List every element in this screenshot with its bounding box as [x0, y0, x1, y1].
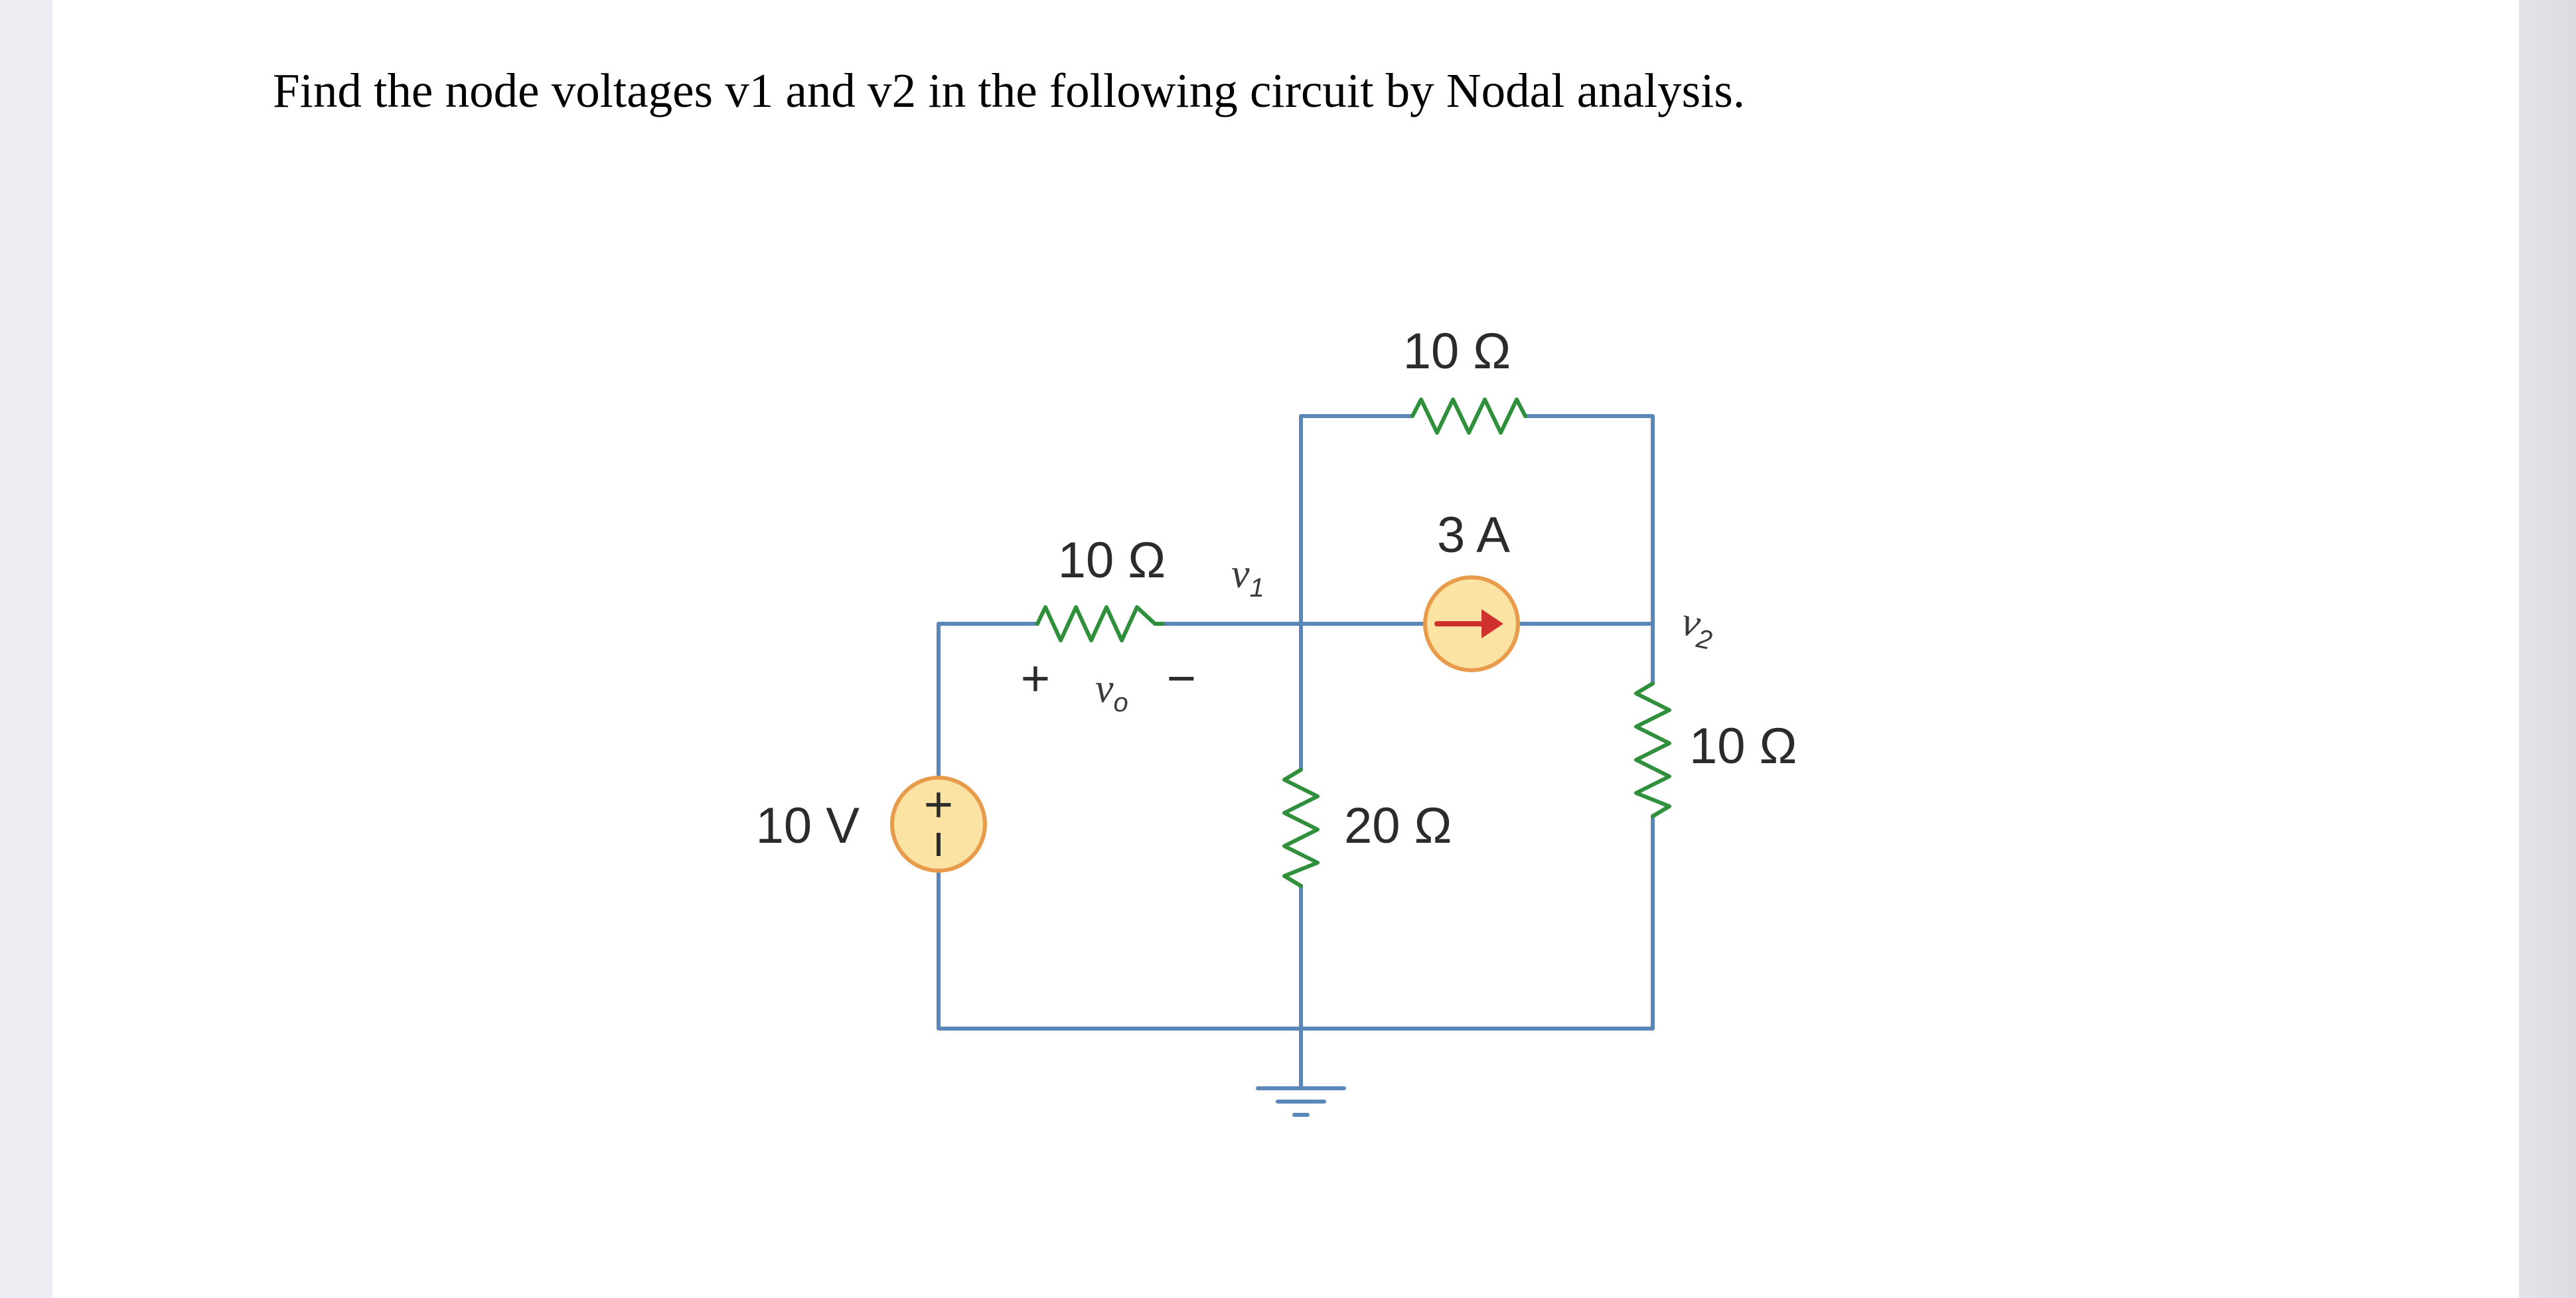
- label-vo-plus: +: [1021, 650, 1050, 707]
- wires: [937, 414, 1655, 1090]
- wire-top-right: [1523, 414, 1655, 626]
- label-current-source: 3 A: [1437, 507, 1510, 563]
- wire-top-branch: [1299, 414, 1414, 626]
- label-r-left: 10 Ω: [1058, 532, 1166, 589]
- resistor-middle-icon: [1282, 768, 1320, 888]
- svg-text:+: +: [924, 776, 953, 833]
- current-source-icon: [1423, 575, 1520, 672]
- label-node-v1: v1: [1231, 551, 1264, 603]
- label-r-top: 10 Ω: [1403, 323, 1511, 380]
- label-voltage-source: 10 V: [756, 798, 860, 854]
- window-edge: [2519, 0, 2576, 1298]
- voltage-source-icon: +: [890, 776, 987, 873]
- label-r-middle: 20 Ω: [1344, 798, 1452, 854]
- ground-icon: [1256, 1086, 1346, 1117]
- resistor-right-icon: [1634, 682, 1671, 818]
- question-text: Find the node voltages v1 and v2 in the …: [273, 64, 1746, 117]
- wire-left-bottom: [937, 854, 1303, 1031]
- label-r-right: 10 Ω: [1689, 718, 1797, 774]
- label-node-v2: v2: [1676, 599, 1719, 656]
- label-vo: vo: [1095, 666, 1128, 717]
- resistor-left-icon: [1035, 605, 1165, 642]
- label-vo-minus: −: [1167, 650, 1196, 707]
- wire-right-lower: [1299, 814, 1655, 1031]
- resistor-top-icon: [1410, 397, 1527, 435]
- wire-left-top: [937, 622, 1039, 795]
- question-page: [52, 0, 2519, 1298]
